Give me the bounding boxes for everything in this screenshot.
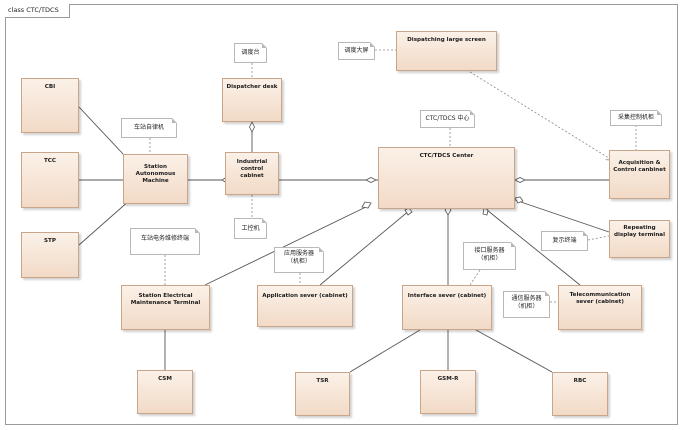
link-center-telecom [486,209,581,286]
telecommunication-server-box[interactable]: Telecommunication sever (cabinet) [558,285,642,330]
diamond-center-repeating [514,196,524,204]
station-autonomous-machine-box[interactable]: Station Autonomous Machine [123,154,188,204]
link-interface-rbc [475,329,553,373]
stp-box[interactable]: STP [21,232,79,278]
telecom-server-note: 通信服务器 （机柜） [503,291,550,318]
link-center-repeating [514,199,610,233]
acquisition-cabinet-note: 采集控制机柜 [610,110,662,126]
tsr-box[interactable]: TSR [295,372,350,416]
application-server-box[interactable]: Application sever (cabinet) [257,285,353,327]
link-interface-tsr [349,329,421,373]
gsm-r-box[interactable]: GSM-R [420,370,476,414]
ctc-center-note: CTC/TDCS 中心 [420,110,475,128]
repeating-display-terminal-box[interactable]: Repeating display terminal [609,220,670,258]
link-cbi-station [78,106,125,156]
dispatcher-desk-note: 调度台 [234,43,267,63]
frame-label: class CTC/TDCS [5,4,70,18]
interface-server-box[interactable]: Interface sever (cabinet) [402,285,492,330]
dispatching-large-screen-box[interactable]: Dispatching large screen [396,31,497,71]
industrial-control-note: 工控机 [234,218,267,239]
diamond-center-telecom [482,207,489,216]
diamond-center-industrial [365,177,377,183]
industrial-control-cabinet-box[interactable]: Industrial control cabinet [225,152,279,195]
tcc-box[interactable]: TCC [21,152,79,208]
maintenance-terminal-note: 车站电务维修终端 [130,228,200,255]
repeating-display-note: 复示终端 [541,231,588,251]
anchor-repeating-note [587,235,610,241]
diagram-frame [5,4,678,425]
diamond-center-application [404,207,413,216]
link-center-maintenance [204,204,371,286]
maintenance-terminal-box[interactable]: Station Electrical Maintenance Terminal [121,285,210,330]
anchor-interface-note [469,269,481,286]
station-machine-note: 车站自律机 [121,118,177,138]
link-center-application [319,209,411,286]
acquisition-control-cabinet-box[interactable]: Acquisition & Control canbinet [609,150,670,199]
link-stp-station [78,199,131,246]
cbi-box[interactable]: CBI [21,78,79,133]
diamond-center-acquisition [514,177,526,183]
interface-server-note: 接口服务器 （机柜） [463,242,516,270]
dispatching-screen-note: 调度大屏 [338,42,375,60]
diamond-dispatcher [249,121,255,133]
application-server-note: 应用服务器 （机柜） [274,247,324,273]
diamond-center-maintenance [361,201,372,209]
dispatcher-desk-box[interactable]: Dispatcher desk [222,78,282,122]
ctc-tdcs-center-box[interactable]: CTC/TDCS Center [378,147,515,209]
rbc-box[interactable]: RBC [552,372,608,416]
csm-box[interactable]: CSM [137,370,193,414]
